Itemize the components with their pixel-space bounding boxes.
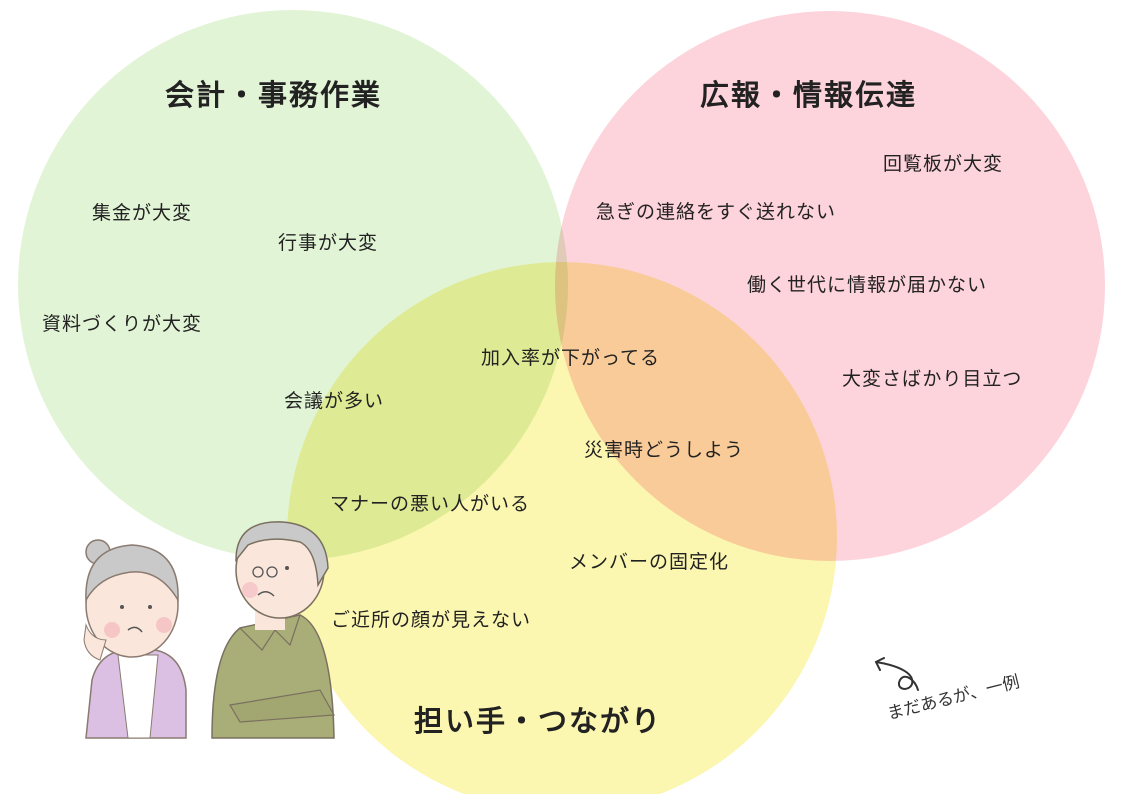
issue-item: 働く世代に情報が届かない: [747, 274, 988, 296]
elderly-man-illustration: [211, 521, 335, 739]
issue-item: 加入率が下がってる: [481, 347, 661, 369]
issue-item: 行事が大変: [278, 232, 379, 254]
curved-arrow-icon: [874, 657, 919, 691]
issue-item: 資料づくりが大変: [42, 313, 203, 335]
issue-item: 会議が多い: [284, 390, 385, 412]
circle-title-publicity: 広報・情報伝達: [700, 78, 918, 112]
elderly-woman-illustration: [83, 539, 187, 739]
circle-title-accounting: 会計・事務作業: [165, 78, 383, 112]
circle-members: [287, 262, 837, 794]
issue-item: ご近所の顔が見えない: [331, 609, 532, 631]
issue-item: マナーの悪い人がいる: [330, 493, 531, 515]
issue-item: メンバーの固定化: [569, 551, 730, 573]
issue-item: 集金が大変: [92, 202, 193, 224]
issue-item: 急ぎの連絡をすぐ送れない: [596, 201, 837, 223]
issue-item: 災害時どうしよう: [584, 439, 745, 461]
issue-item: 回覧板が大変: [883, 153, 1004, 175]
issue-item: 大変さばかり目立つ: [842, 368, 1023, 390]
circle-title-members: 担い手・つながり: [414, 704, 663, 738]
